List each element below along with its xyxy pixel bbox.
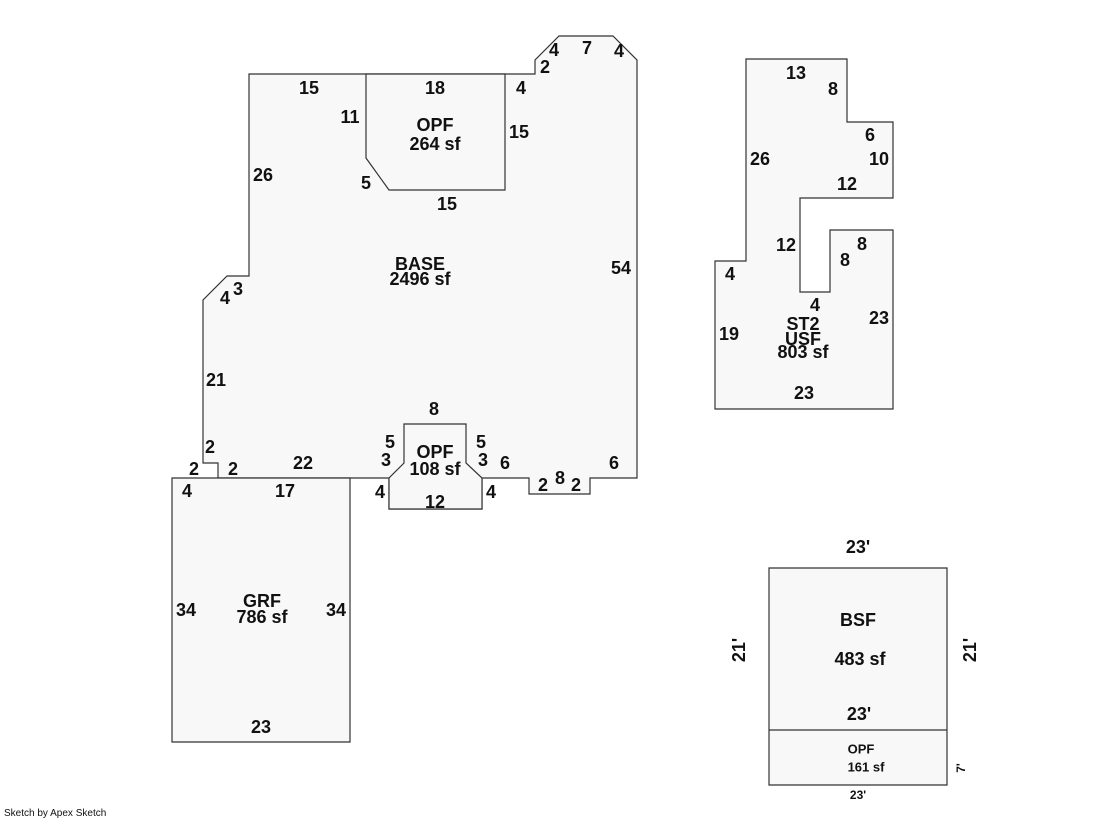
opf-small-label: OPF <box>848 741 875 756</box>
st2-outline <box>714 58 894 410</box>
dim-label: 2 <box>571 475 581 495</box>
dim-label: 7 <box>582 38 592 58</box>
dim-label: 2 <box>189 459 199 479</box>
opf-top-label: OPF <box>416 115 453 135</box>
dim-label: 34 <box>326 600 346 620</box>
sketch-credit: Sketch by Apex Sketch <box>4 808 107 819</box>
dim-label: 6 <box>865 125 875 145</box>
dim-label: 54 <box>611 258 631 278</box>
dim-label: 3 <box>381 450 391 470</box>
dim-label: 23' <box>847 704 871 724</box>
dim-label: 8 <box>555 468 565 488</box>
dim-label: 4 <box>486 482 496 502</box>
st2-sub-label: USF <box>785 329 821 349</box>
base-outline <box>202 35 638 510</box>
dim-label: 23 <box>794 383 814 403</box>
dim-label: 2 <box>205 437 215 457</box>
dim-label: 11 <box>340 107 359 127</box>
grf-label: GRF <box>243 591 281 611</box>
base-label: BASE <box>395 254 445 274</box>
dim-label: 2 <box>540 57 550 77</box>
dim-label: 12 <box>776 235 796 255</box>
dim-label: 4 <box>220 288 230 308</box>
dim-label: 7' <box>954 763 968 773</box>
dim-label: 21' <box>729 638 749 662</box>
dim-label: 23 <box>869 308 889 328</box>
dim-label: 8 <box>840 250 850 270</box>
opf-small-area: 161 sf <box>848 759 886 774</box>
opf-top-outline <box>365 73 506 191</box>
st2-area: 803 sf <box>777 342 829 362</box>
dim-label: 22 <box>293 453 313 473</box>
dim-label: 10 <box>869 149 889 169</box>
dim-label: 4 <box>810 295 820 315</box>
dim-label: 26 <box>253 165 273 185</box>
dim-label: 23' <box>846 537 870 557</box>
dim-label: 18 <box>425 78 445 98</box>
dim-label: 6 <box>500 453 510 473</box>
base-area: 2496 sf <box>389 269 451 289</box>
dim-label: 3 <box>478 450 488 470</box>
dim-label: 23 <box>251 717 271 737</box>
grf-outline <box>171 477 351 743</box>
dim-label: 8 <box>857 234 867 254</box>
dim-label: 23' <box>850 788 866 802</box>
opf-top-area: 264 sf <box>409 134 461 154</box>
dim-label: 8 <box>828 79 838 99</box>
grf-area: 786 sf <box>236 607 288 627</box>
dim-label: 34 <box>176 600 196 620</box>
dim-label: 13 <box>786 63 806 83</box>
dim-label: 17 <box>275 481 295 501</box>
dim-label: 3 <box>233 279 243 299</box>
dim-label: 21' <box>960 638 980 662</box>
dim-label: 15 <box>299 78 319 98</box>
dim-label: 4 <box>549 40 559 60</box>
dim-label: 2 <box>538 475 548 495</box>
opf-bottom-label: OPF <box>416 442 453 462</box>
dim-label: 4 <box>725 264 735 284</box>
dim-label: 12 <box>837 174 857 194</box>
dim-label: 12 <box>425 492 445 512</box>
dim-label: 21 <box>206 370 226 390</box>
dim-label: 4 <box>614 41 624 61</box>
dim-label: 26 <box>750 149 770 169</box>
dim-label: 4 <box>375 482 385 502</box>
dim-label: 8 <box>429 399 439 419</box>
dim-label: 19 <box>719 324 739 344</box>
dim-label: 5 <box>385 432 395 452</box>
dim-label: 6 <box>609 453 619 473</box>
dim-label: 15 <box>437 194 457 214</box>
opf-bottom-outline <box>388 423 483 510</box>
dim-label: 4 <box>182 481 192 501</box>
dim-label: 2 <box>228 459 238 479</box>
dim-label: 15 <box>509 122 529 142</box>
opf-bottom-area: 108 sf <box>409 459 461 479</box>
bsf-outline <box>768 567 948 786</box>
dim-label: 5 <box>476 432 486 452</box>
st2-label: ST2 <box>786 314 819 334</box>
dim-label: 4 <box>516 78 526 98</box>
bsf-label: BSF <box>840 610 876 630</box>
dim-label: 5 <box>361 173 371 193</box>
bsf-area: 483 sf <box>834 649 886 669</box>
